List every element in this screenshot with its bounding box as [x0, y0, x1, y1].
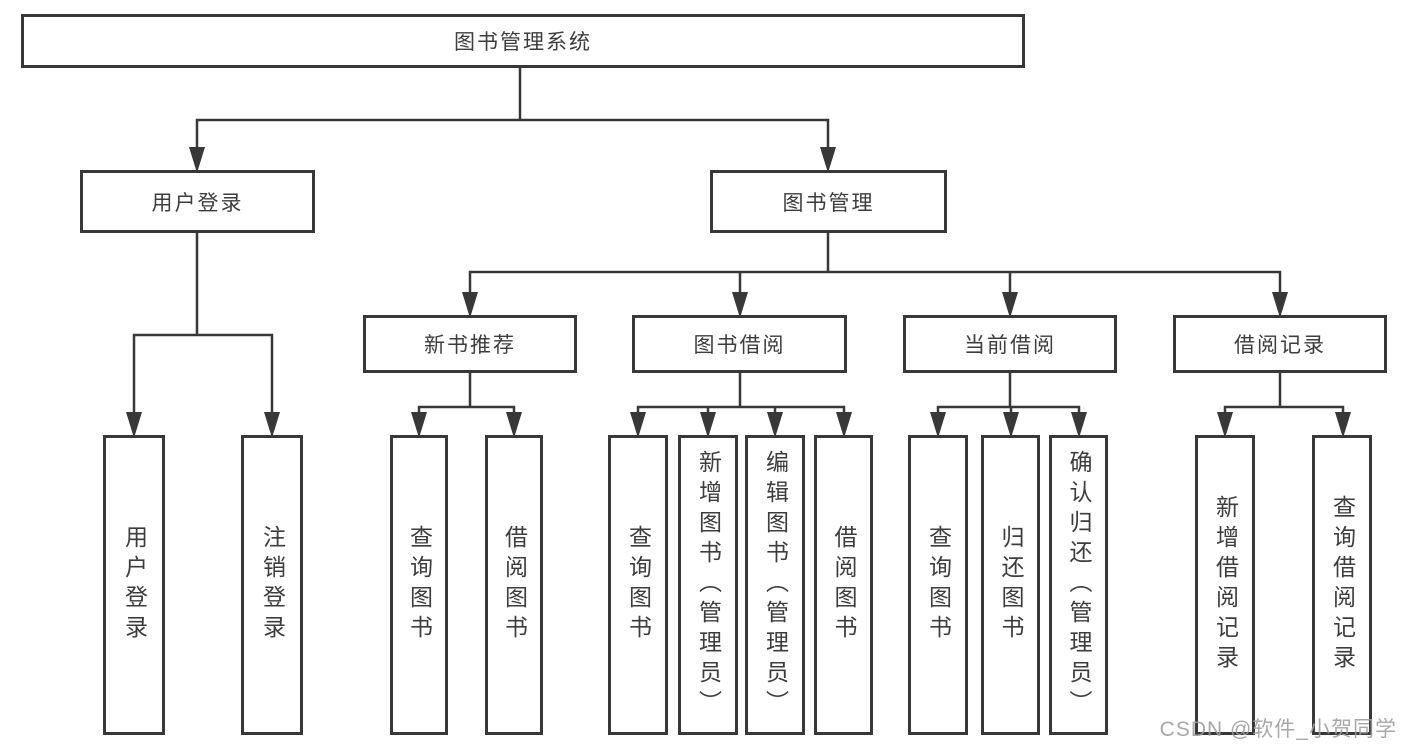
- leaf-edit-book-admin: 编辑图书（管理员）: [745, 435, 805, 735]
- leaf-label: 注销登录: [259, 525, 286, 645]
- leaf-query-book-1: 查询图书: [390, 435, 448, 735]
- node-borrow-record: 借阅记录: [1173, 315, 1387, 373]
- leaf-label: 确认归还（管理员）: [1066, 450, 1092, 720]
- leaf-add-book-admin: 新增图书（管理员）: [678, 435, 738, 735]
- leaf-logout: 注销登录: [241, 435, 303, 735]
- leaf-label: 编辑图书（管理员）: [762, 450, 789, 720]
- leaf-return-book: 归还图书: [981, 435, 1040, 735]
- leaf-label: 新增借阅记录: [1212, 495, 1239, 675]
- leaf-label: 查询图书: [625, 525, 652, 645]
- node-user-login-branch: 用户登录: [80, 170, 315, 233]
- leaf-query-book-2: 查询图书: [608, 435, 668, 735]
- leaf-label: 借阅图书: [831, 525, 857, 645]
- leaf-label: 查询图书: [925, 525, 952, 645]
- leaf-user-login: 用户登录: [103, 435, 165, 735]
- leaf-label: 用户登录: [121, 525, 148, 645]
- leaf-borrow-book-1: 借阅图书: [485, 435, 543, 735]
- leaf-label: 借阅图书: [501, 525, 528, 645]
- node-root-system: 图书管理系统: [21, 14, 1025, 68]
- leaf-label: 归还图书: [998, 525, 1024, 645]
- leaf-query-book-3: 查询图书: [908, 435, 968, 735]
- node-book-management-branch: 图书管理: [710, 170, 947, 233]
- node-current-borrow: 当前借阅: [903, 315, 1117, 373]
- watermark: CSDN @软件_小贺同学: [1159, 718, 1397, 741]
- leaf-label: 查询图书: [406, 525, 433, 645]
- leaf-add-borrow-record: 新增借阅记录: [1195, 435, 1255, 735]
- node-book-borrow: 图书借阅: [632, 315, 847, 373]
- node-new-book-recommend: 新书推荐: [363, 315, 577, 373]
- leaf-label: 新增图书（管理员）: [695, 450, 722, 720]
- leaf-confirm-return-admin: 确认归还（管理员）: [1049, 435, 1108, 735]
- leaf-label: 查询借阅记录: [1329, 495, 1356, 675]
- leaf-query-borrow-record: 查询借阅记录: [1312, 435, 1372, 735]
- leaf-borrow-book-2: 借阅图书: [814, 435, 873, 735]
